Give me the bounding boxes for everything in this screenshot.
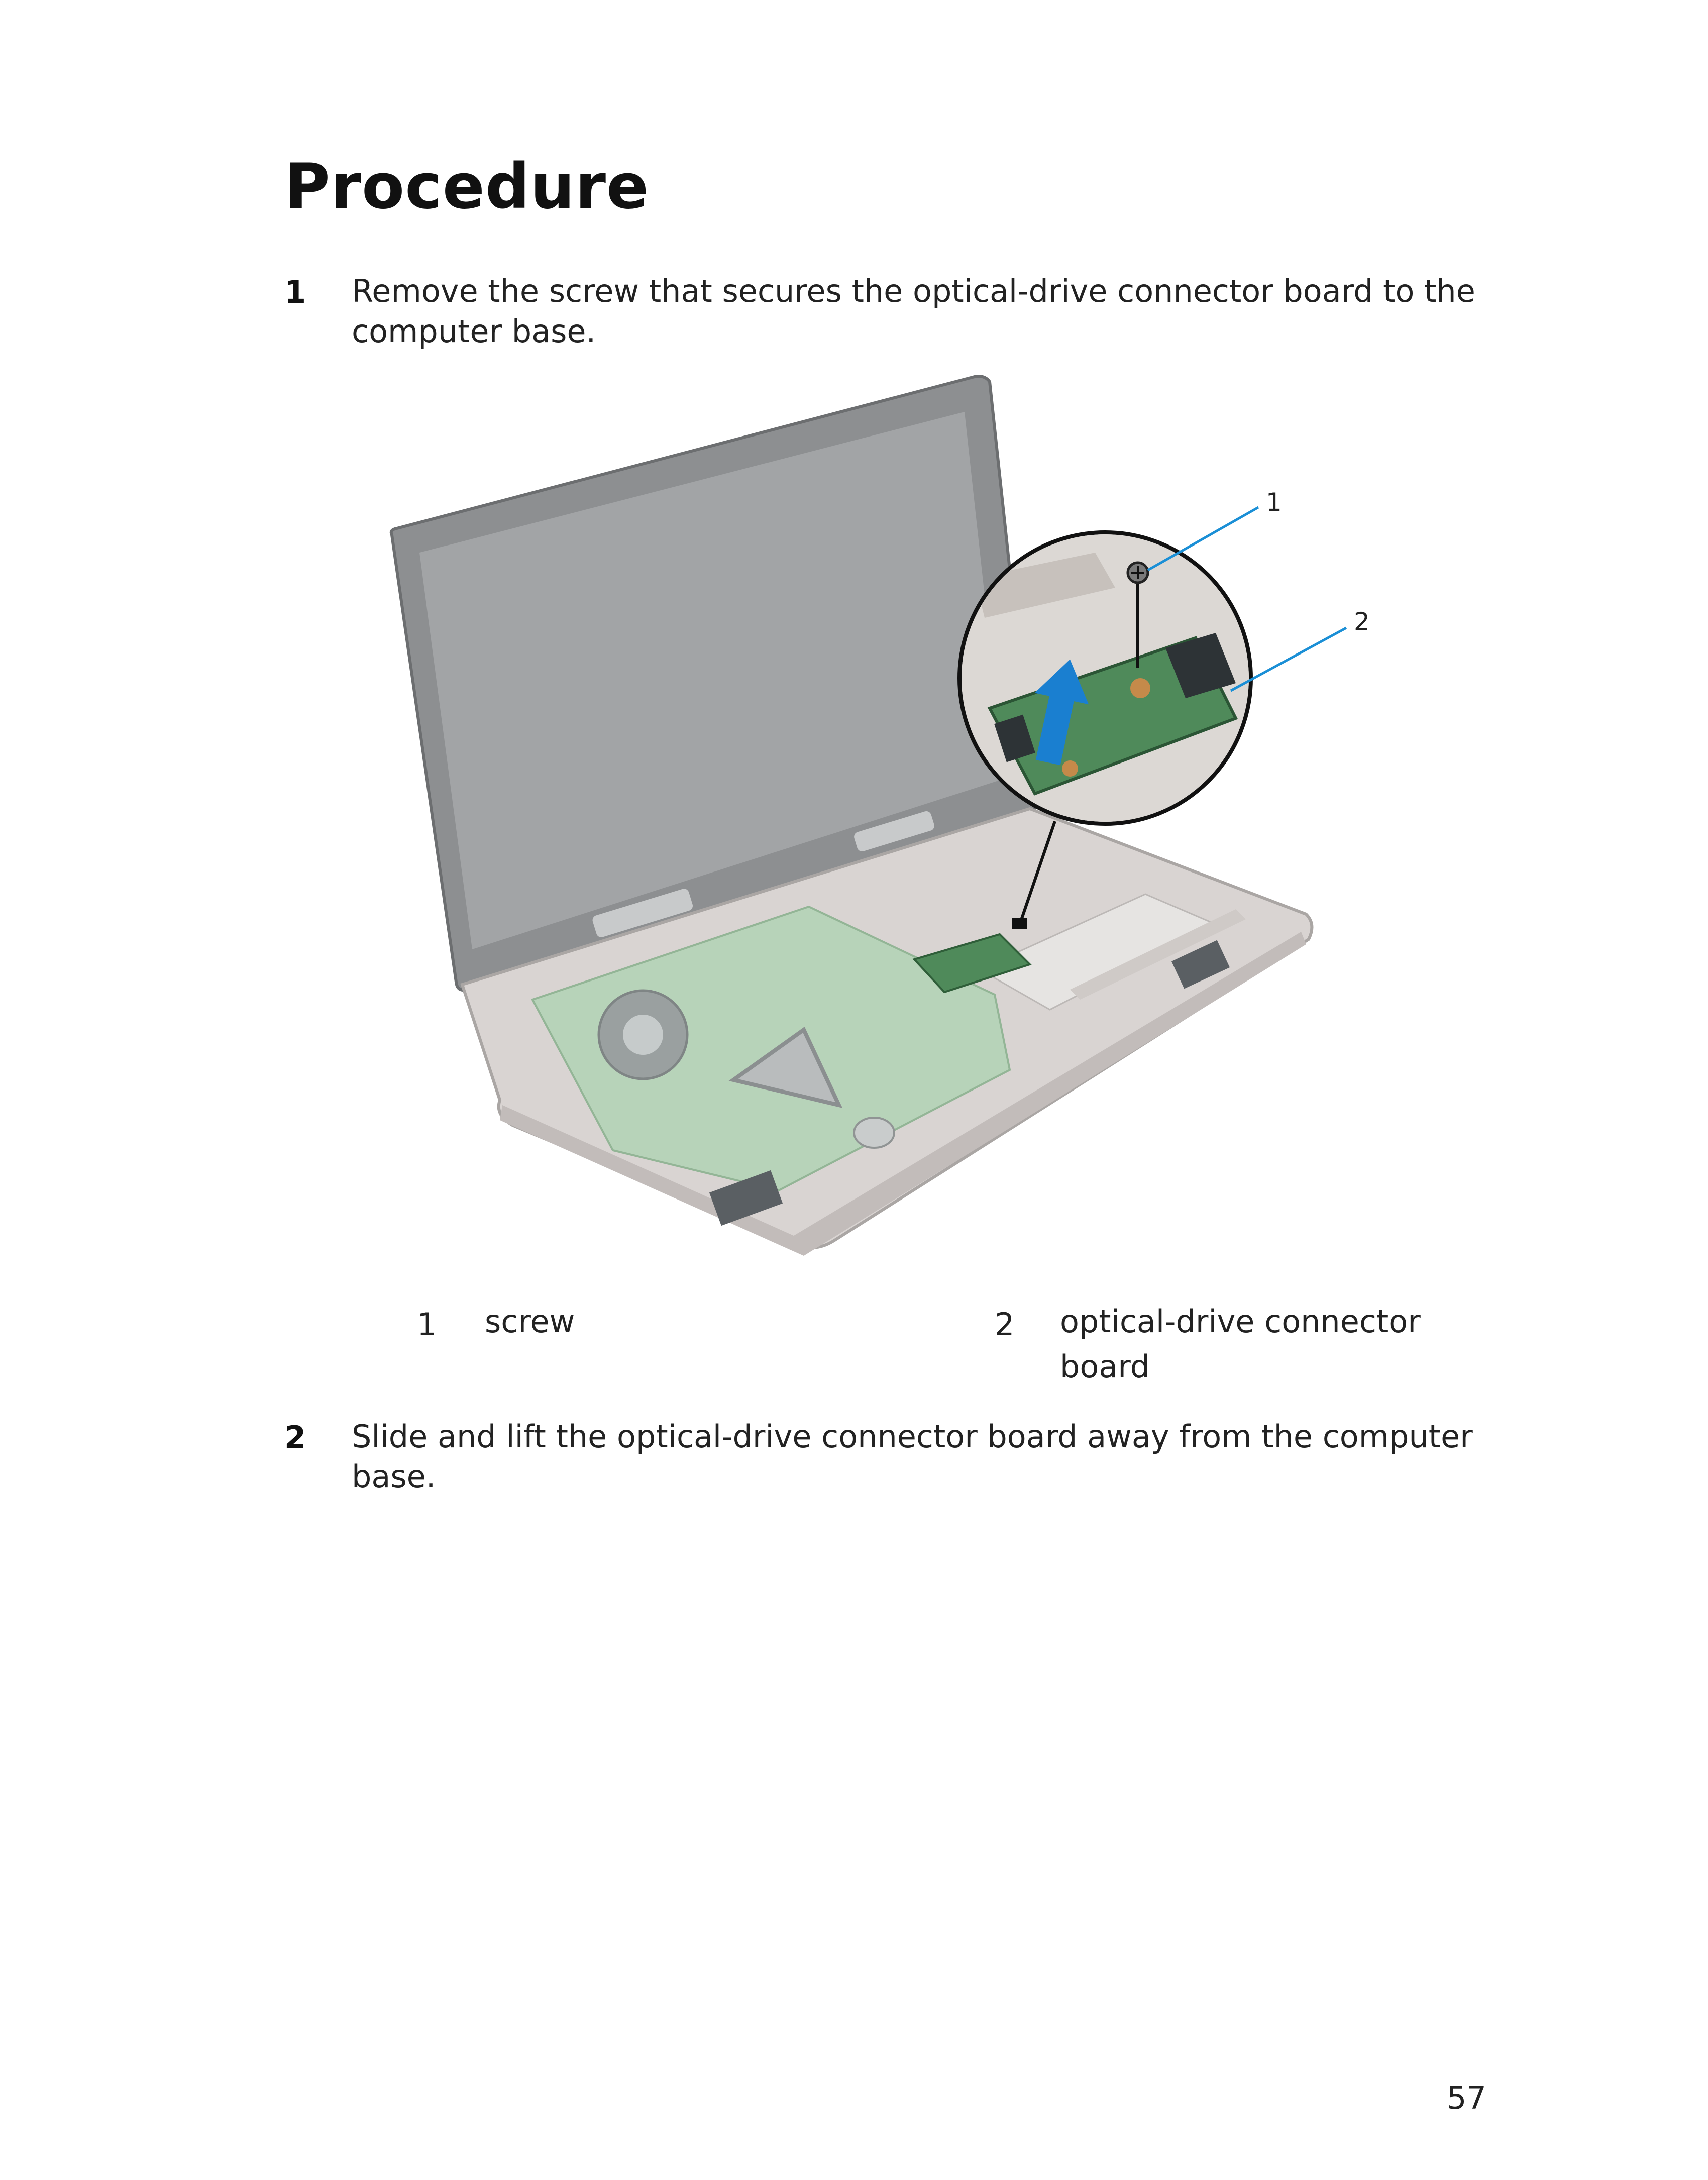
laptop-illustration: 1 2 <box>382 367 1376 1271</box>
step-1-text: Remove the screw that secures the optica… <box>352 273 1475 350</box>
legend-number-1: 1 <box>417 1306 437 1343</box>
page-number: 57 <box>1447 2080 1486 2116</box>
legend-label-connector-board: optical-drive connector board <box>1060 1303 1421 1385</box>
page-title: Procedure <box>284 151 650 223</box>
step-1-number: 1 <box>284 274 306 310</box>
callout-1: 1 <box>1266 488 1282 517</box>
legend-label-screw: screw <box>485 1303 575 1340</box>
step-2-number: 2 <box>284 1419 306 1456</box>
callout-2: 2 <box>1354 607 1370 636</box>
legend-number-2: 2 <box>995 1306 1015 1343</box>
step-2-text: Slide and lift the optical-drive connect… <box>352 1418 1473 1495</box>
